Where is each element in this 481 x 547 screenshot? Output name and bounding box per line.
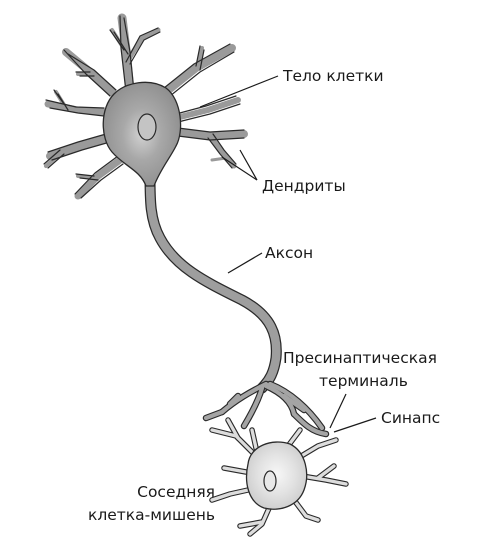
cell-body bbox=[102, 81, 182, 187]
axon-leader bbox=[227, 252, 263, 274]
target-nucleus bbox=[263, 470, 277, 492]
dendrites-leader-1 bbox=[221, 156, 258, 181]
presynaptic-terminal bbox=[202, 380, 330, 438]
axon bbox=[144, 169, 282, 394]
label-target-cell-line2: клетка-мишень bbox=[87, 506, 215, 524]
presynaptic-leader bbox=[329, 393, 347, 429]
target-cell bbox=[245, 441, 308, 510]
label-synapse: Синапс bbox=[381, 409, 441, 427]
nucleus bbox=[137, 113, 157, 141]
dendrites-leader-2 bbox=[239, 149, 258, 181]
synapse-leader bbox=[333, 417, 377, 433]
label-dendrites: Дендриты bbox=[262, 177, 346, 195]
label-target-cell-line1: Соседняя bbox=[137, 483, 215, 501]
label-cell-body: Тело клетки bbox=[283, 67, 384, 85]
target-cell-dendrites bbox=[209, 417, 349, 537]
dendrites bbox=[43, 13, 248, 200]
label-presynaptic-terminal-line1: Пресинаптическая bbox=[283, 349, 437, 367]
label-axon: Аксон bbox=[265, 244, 314, 262]
label-presynaptic-terminal-line2: терминаль bbox=[319, 372, 408, 390]
leader-lines bbox=[199, 75, 377, 433]
cell-body-leader bbox=[199, 75, 279, 108]
